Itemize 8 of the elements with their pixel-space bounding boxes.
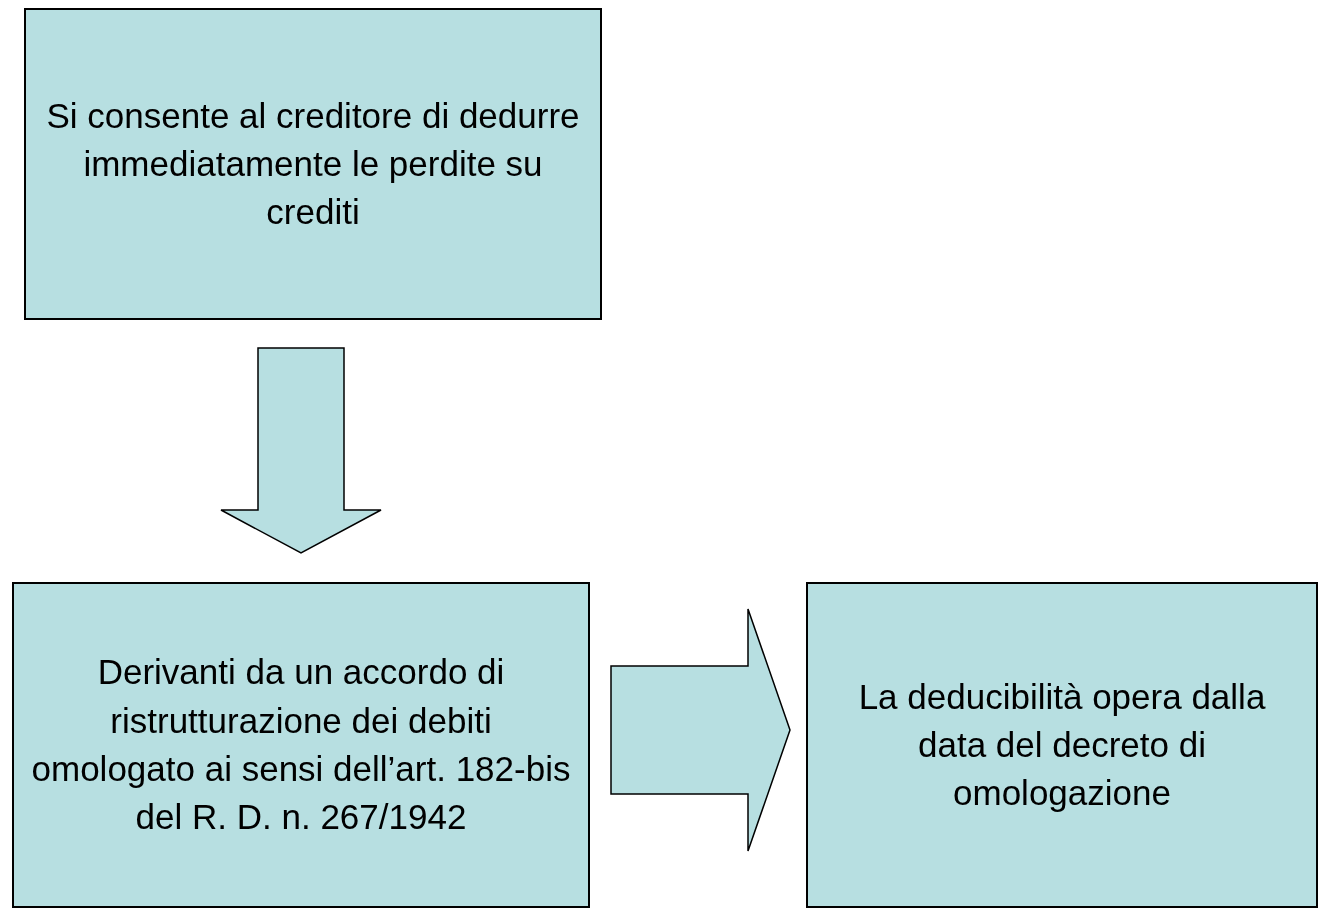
block-arrow [610,608,791,852]
process-box [806,582,1318,908]
box-text: Derivanti da un accordo di ristrutturazione dei debiti omologato ai sensi dell’art. 182-bis del R. D. n. 267/1942 [30,651,572,839]
process-box [12,582,590,908]
block-arrow [220,347,382,554]
process-box [24,8,602,320]
box-text: Si consente al creditore di dedurre immediatamente le perdite su crediti [45,94,581,234]
box-text: La deducibilità opera dalla data del decreto di omologazione [857,675,1267,815]
